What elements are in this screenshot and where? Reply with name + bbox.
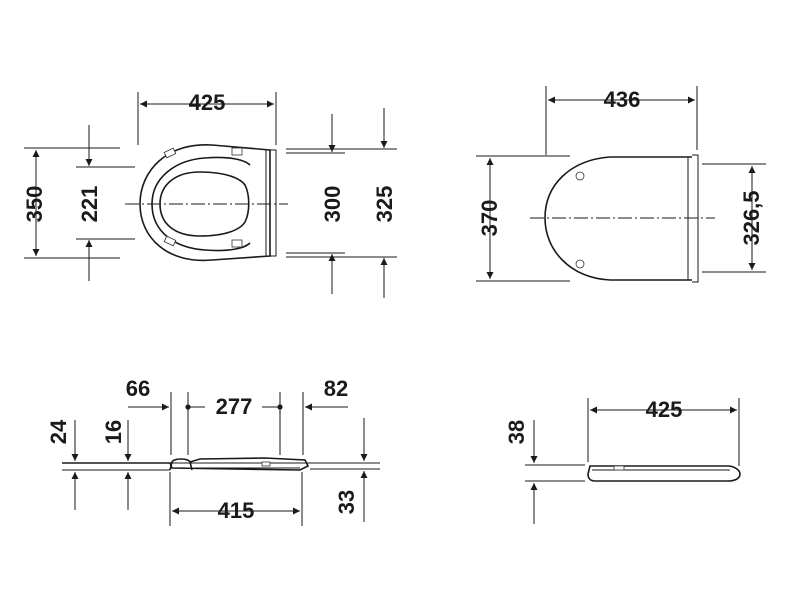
dim-label-66: 66 bbox=[126, 376, 150, 401]
cover-outline bbox=[544, 156, 692, 281]
view-side-seat: 66 277 82 24 16 415 33 bbox=[46, 376, 380, 526]
seat-bumper-bottom-right bbox=[231, 239, 243, 248]
seat-bumper-bottom-left bbox=[163, 235, 177, 247]
seat-bumper-top-right bbox=[231, 147, 243, 156]
seat-bumper-top-left bbox=[163, 147, 177, 159]
dim-label-350: 350 bbox=[22, 186, 47, 223]
view-top-cover: 436 370 326,5 bbox=[476, 86, 766, 283]
view-side-cover: 425 38 bbox=[504, 397, 741, 524]
cover-hinge-edge bbox=[687, 154, 699, 283]
cover-side-profile bbox=[587, 465, 741, 482]
cover-bumper-top bbox=[575, 171, 585, 181]
dim-label-326-5: 326,5 bbox=[739, 190, 764, 245]
dim-label-33: 33 bbox=[334, 490, 359, 514]
seat-side-foot bbox=[169, 458, 193, 471]
cover-bumper-bottom bbox=[575, 259, 585, 269]
dim-label-300: 300 bbox=[320, 186, 345, 223]
dim-label-24: 24 bbox=[46, 419, 71, 444]
dim-label-82: 82 bbox=[324, 376, 348, 401]
dim-label-425-bottom: 425 bbox=[646, 397, 683, 422]
seat-opening bbox=[159, 171, 250, 237]
dim-label-425-top: 425 bbox=[189, 90, 226, 115]
dim-label-38: 38 bbox=[504, 420, 529, 444]
dim-label-436: 436 bbox=[604, 87, 641, 112]
view-top-open-seat: 425 350 221 300 325 bbox=[22, 90, 397, 298]
dim-label-415: 415 bbox=[218, 498, 255, 523]
dim-label-325: 325 bbox=[372, 186, 397, 223]
dim-label-277: 277 bbox=[216, 394, 253, 419]
dim-label-370: 370 bbox=[477, 200, 502, 237]
dim-label-221: 221 bbox=[77, 186, 102, 223]
dim-label-16: 16 bbox=[101, 420, 126, 444]
seat-hinge-strip bbox=[265, 149, 277, 257]
seat-outer-outline bbox=[139, 144, 271, 262]
